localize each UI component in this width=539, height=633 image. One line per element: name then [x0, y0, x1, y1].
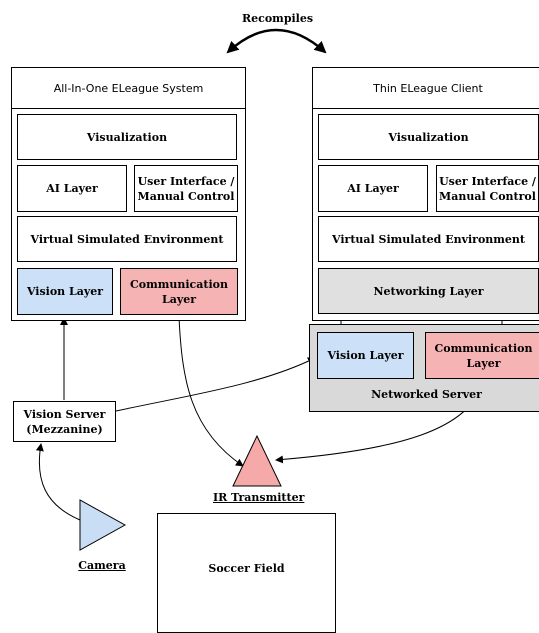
- vision-server-box: Vision Server (Mezzanine): [13, 401, 116, 442]
- vision-server-line1: Vision Server: [23, 407, 106, 421]
- left-user-interface-box: User Interface / Manual Control: [134, 165, 238, 212]
- right-visualization-box: Visualization: [318, 114, 539, 160]
- ir-transmitter-label: IR Transmitter: [213, 491, 305, 504]
- left-virtual-env-box: Virtual Simulated Environment: [17, 216, 237, 262]
- right-ui-line2: Manual Control: [439, 189, 536, 203]
- left-visualization-box: Visualization: [17, 114, 237, 160]
- left-comm-line2: Layer: [161, 292, 197, 306]
- vision-server-to-network-vision-arrow: [115, 357, 316, 412]
- right-virtual-env-box: Virtual Simulated Environment: [318, 216, 539, 262]
- left-communication-layer-box: Communication Layer: [120, 268, 238, 315]
- soccer-field-label: Soccer Field: [208, 562, 285, 575]
- network-communication-layer-box: Communication Layer: [425, 332, 539, 379]
- recompiles-arrow: [226, 28, 327, 54]
- network-comm-line2: Layer: [466, 356, 501, 370]
- left-vision-layer-box: Vision Layer: [17, 268, 113, 315]
- left-ui-line1: User Interface /: [137, 174, 235, 188]
- right-system-title: Thin ELeague Client: [313, 68, 539, 109]
- network-vision-layer-box: Vision Layer: [317, 332, 414, 379]
- network-comm-line1: Communication: [434, 341, 533, 355]
- camera-to-vision-server-arrow: [35, 443, 81, 521]
- right-user-interface-box: User Interface / Manual Control: [436, 165, 539, 212]
- left-system-title: All-In-One ELeague System: [12, 68, 245, 109]
- right-ui-line1: User Interface /: [439, 174, 536, 188]
- camera-label: Camera: [78, 559, 126, 572]
- left-comm-to-ir-arrow: [178, 316, 244, 467]
- recompiles-label: Recompiles: [242, 12, 314, 25]
- left-ai-layer-box: AI Layer: [17, 165, 127, 212]
- right-ai-layer-box: AI Layer: [318, 165, 428, 212]
- vision-server-line2: (Mezzanine): [26, 422, 103, 436]
- left-ui-line2: Manual Control: [137, 189, 235, 203]
- soccer-field-box: Soccer Field: [157, 513, 336, 633]
- networking-layer-box: Networking Layer: [318, 268, 539, 314]
- left-comm-line1: Communication: [130, 277, 228, 291]
- networked-server-label: Networked Server: [371, 388, 482, 401]
